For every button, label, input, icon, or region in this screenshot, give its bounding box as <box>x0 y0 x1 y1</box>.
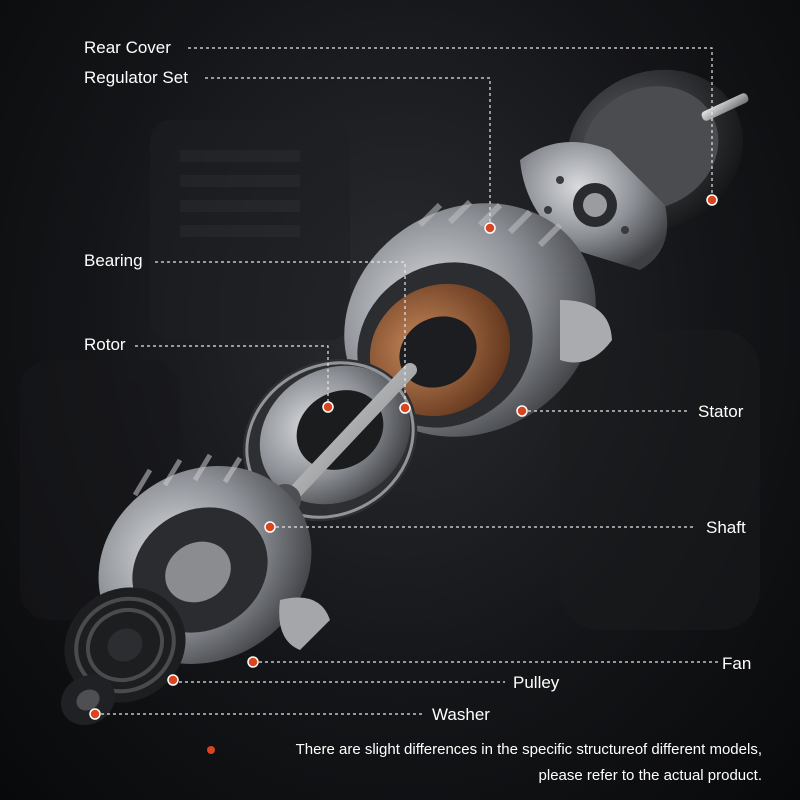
pulley-dot <box>168 675 178 685</box>
rotor-dot <box>323 402 333 412</box>
rear-cover-label: Rear Cover <box>84 38 171 58</box>
shaft-dot <box>265 522 275 532</box>
pulley-label: Pulley <box>513 673 559 693</box>
washer-label: Washer <box>432 705 490 725</box>
rear-cover-dot <box>707 195 717 205</box>
stator-dot <box>517 406 527 416</box>
bearing-dot <box>400 403 410 413</box>
disclaimer-bullet-icon <box>207 746 215 754</box>
regulator-set-dot <box>485 223 495 233</box>
disclaimer-line-1: There are slight differences in the spec… <box>296 738 762 762</box>
bearing-label: Bearing <box>84 251 143 271</box>
washer-dot <box>90 709 100 719</box>
shaft-label: Shaft <box>706 518 746 538</box>
regulator-set-label: Regulator Set <box>84 68 188 88</box>
disclaimer-line-2: please refer to the actual product. <box>539 764 762 788</box>
fan-dot <box>248 657 258 667</box>
rotor-label: Rotor <box>84 335 126 355</box>
stator-label: Stator <box>698 402 743 422</box>
fan-label: Fan <box>722 654 751 674</box>
